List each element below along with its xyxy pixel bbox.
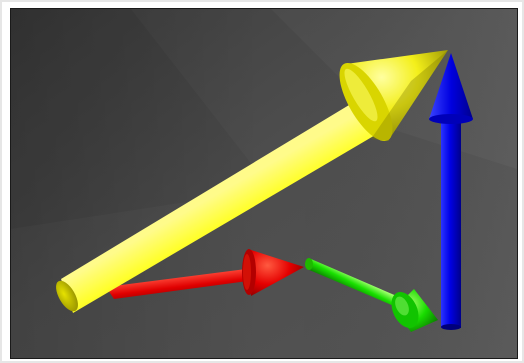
resultant-vector-arrow[interactable] xyxy=(52,50,448,315)
3d-scene[interactable] xyxy=(11,9,517,358)
y-axis-arrow-head-base xyxy=(391,292,419,328)
background-facet xyxy=(11,9,271,229)
x-axis-arrow-head xyxy=(248,249,304,296)
resultant-vector-arrow-shaft xyxy=(61,99,377,313)
y-axis-arrow[interactable] xyxy=(305,258,438,332)
y-axis-arrow-shaft xyxy=(307,259,406,309)
x-axis-arrow-shaft xyxy=(106,269,248,299)
z-axis-arrow-head xyxy=(429,53,473,119)
3d-viewport[interactable] xyxy=(10,8,518,359)
z-axis-arrow-head-base xyxy=(429,114,473,124)
z-axis-arrow[interactable] xyxy=(429,53,473,330)
resultant-vector-arrow-head xyxy=(346,50,448,141)
z-axis-arrow-shaft xyxy=(441,117,461,328)
resultant-vector-arrow-tail-cap xyxy=(56,280,78,312)
x-axis-arrow[interactable] xyxy=(106,249,304,299)
